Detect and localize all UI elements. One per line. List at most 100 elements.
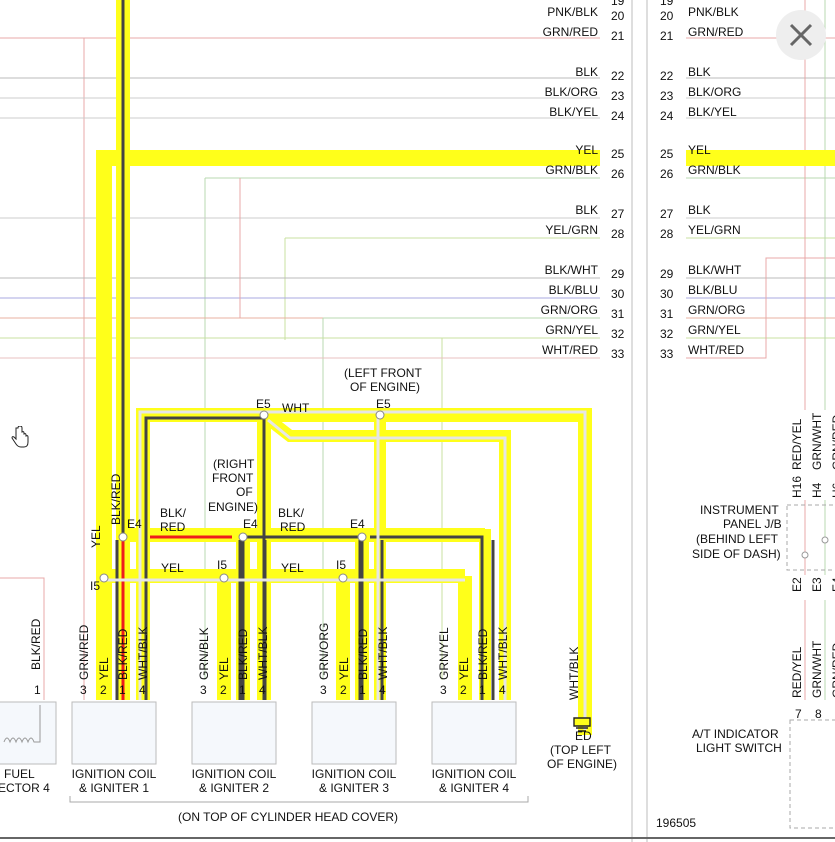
instrument-panel-label-1: INSTRUMENT bbox=[700, 503, 779, 517]
coil-subtitle: & IGNITER 1 bbox=[79, 781, 149, 795]
figure-number: 196505 bbox=[656, 816, 696, 830]
junction-e5-top: E5 bbox=[256, 397, 271, 411]
left-pin-wire-label: BLK/WHT bbox=[545, 263, 599, 277]
coil-wire-label: BLK/RED bbox=[356, 628, 370, 680]
coil-pin-number: 3 bbox=[440, 683, 447, 697]
right-pin-wire-label: WHT/RED bbox=[688, 343, 744, 357]
jb-lower-wire-label: GRN/RED bbox=[830, 642, 835, 698]
right-pin-wire-label: GRN/BLK bbox=[688, 163, 741, 177]
junction-i5-1: I5 bbox=[90, 579, 100, 593]
coil-wire-label: WHT/BLK bbox=[136, 627, 150, 680]
coil-pin-number: 2 bbox=[340, 683, 347, 697]
coil-wire-label: YEL bbox=[217, 657, 231, 680]
left-pin-wire-label: YEL/GRN bbox=[545, 223, 598, 237]
panel-splice-1 bbox=[801, 551, 809, 559]
coil-wire-label: GRN/RED bbox=[77, 624, 91, 680]
right-pin-wire-label: BLK/YEL bbox=[688, 105, 737, 119]
right-pin-number: 28 bbox=[660, 227, 674, 241]
junction-e4-3: E4 bbox=[350, 517, 365, 531]
left-pin-wire-label: YEL bbox=[575, 143, 598, 157]
left-pin-wire-label: GRN/BLK bbox=[545, 163, 598, 177]
coil-pin-number: 1 bbox=[239, 683, 246, 697]
right-pin-number: 29 bbox=[660, 267, 674, 281]
panel-splice-2 bbox=[821, 536, 829, 544]
instrument-panel-label-3: (BEHIND LEFT bbox=[696, 532, 779, 546]
coil-wire-label: GRN/BLK bbox=[197, 627, 211, 680]
jb-pin-label: H16 bbox=[790, 476, 804, 498]
coil-pin-number: 4 bbox=[499, 683, 506, 697]
coil-pin-number: 3 bbox=[200, 683, 207, 697]
jb-lower-wire-label: RED/YEL bbox=[790, 646, 804, 698]
left-pin-wire-label: GRN/YEL bbox=[545, 323, 598, 337]
right-pin-number: 26 bbox=[660, 167, 674, 181]
top-cut-pin-right: 19 bbox=[660, 0, 674, 8]
at-switch-pin-8: 8 bbox=[815, 707, 822, 721]
left-pin-number: 22 bbox=[611, 69, 625, 83]
right-vertical-labels: H16RED/YELH4GRN/WHTH6GRN/REDE2RED/YELE3G… bbox=[790, 412, 835, 698]
left-pin-number: 23 bbox=[611, 89, 625, 103]
jb-lower-wire-label: GRN/WHT bbox=[810, 640, 824, 698]
blk-red-label-1a: BLK/ bbox=[160, 506, 187, 520]
left-pin-wire-label: GRN/ORG bbox=[541, 303, 598, 317]
coil-pin-number: 2 bbox=[100, 683, 107, 697]
injector-pin: 1 bbox=[34, 683, 41, 697]
junction-i5-2: I5 bbox=[217, 558, 227, 572]
at-indicator-switch: A/T INDICATOR LIGHT SWITCH 7 8 bbox=[692, 707, 835, 829]
right-pin-wire-label: BLK/ORG bbox=[688, 85, 741, 99]
right-pin-wire-label: PNK/BLK bbox=[688, 5, 739, 19]
right-front-label-2: FRONT bbox=[212, 471, 254, 485]
instrument-panel-label-2: PANEL J/B bbox=[723, 517, 782, 531]
cylinder-cover-note: (ON TOP OF CYLINDER HEAD COVER) bbox=[178, 810, 398, 824]
left-pin-number: 21 bbox=[611, 29, 625, 43]
left-pin-number: 26 bbox=[611, 167, 625, 181]
right-pin-number: 32 bbox=[660, 327, 674, 341]
coil-pin-number: 2 bbox=[460, 683, 467, 697]
coil-wire-label: YEL bbox=[457, 657, 471, 680]
right-pin-wire-label: GRN/ORG bbox=[688, 303, 745, 317]
coil-subtitle: & IGNITER 3 bbox=[319, 781, 389, 795]
coil-pin-number: 4 bbox=[259, 683, 266, 697]
yel-bus-label-1: YEL bbox=[161, 561, 184, 575]
close-button[interactable] bbox=[776, 10, 826, 60]
right-front-label-3: OF bbox=[236, 485, 253, 499]
injector-label-1: FUEL bbox=[4, 767, 35, 781]
cylinder-cover-bracket bbox=[69, 796, 529, 803]
blk-red-label-2b: RED bbox=[280, 520, 306, 534]
left-pin-number: 31 bbox=[611, 307, 625, 321]
coil-pin-number: 4 bbox=[139, 683, 146, 697]
at-switch-box bbox=[789, 719, 835, 829]
left-pin-wire-label: PNK/BLK bbox=[547, 5, 598, 19]
left-pin-wire-label: BLK/ORG bbox=[545, 85, 598, 99]
junction-i5-3: I5 bbox=[336, 558, 346, 572]
coil-wire-label: BLK/RED bbox=[236, 628, 250, 680]
coil-box bbox=[71, 701, 157, 765]
right-pin-number: 33 bbox=[660, 347, 674, 361]
left-pin-number: 27 bbox=[611, 207, 625, 221]
left-pin-number: 24 bbox=[611, 109, 625, 123]
right-pin-number: 31 bbox=[660, 307, 674, 321]
ground-id: ED bbox=[575, 729, 592, 743]
coil-pin-number: 1 bbox=[359, 683, 366, 697]
at-switch-pin-7: 7 bbox=[795, 707, 802, 721]
coil-wire-label: WHT/BLK bbox=[376, 627, 390, 680]
close-icon bbox=[789, 23, 813, 47]
jb-lower-pin-label: E4 bbox=[830, 577, 835, 592]
coil-title: IGNITION COIL bbox=[192, 767, 277, 781]
right-pin-wire-label: GRN/YEL bbox=[688, 323, 741, 337]
right-pin-wire-label: YEL/GRN bbox=[688, 223, 741, 237]
left-pin-wire-label: BLK/BLU bbox=[549, 283, 598, 297]
right-pin-wire-label: BLK/WHT bbox=[688, 263, 742, 277]
jb-pin-label: H4 bbox=[810, 482, 824, 498]
yel-bus-label-2: YEL bbox=[281, 561, 304, 575]
coil-wire-label: GRN/YEL bbox=[437, 627, 451, 680]
left-pin-wire-label: GRN/RED bbox=[543, 25, 599, 39]
injector-wire-label: BLK/RED bbox=[29, 618, 43, 670]
right-front-label: (RIGHT bbox=[213, 457, 255, 471]
right-pin-number: 24 bbox=[660, 109, 674, 123]
coil-wire-label: BLK/RED bbox=[116, 628, 130, 680]
coil-title: IGNITION COIL bbox=[432, 767, 517, 781]
